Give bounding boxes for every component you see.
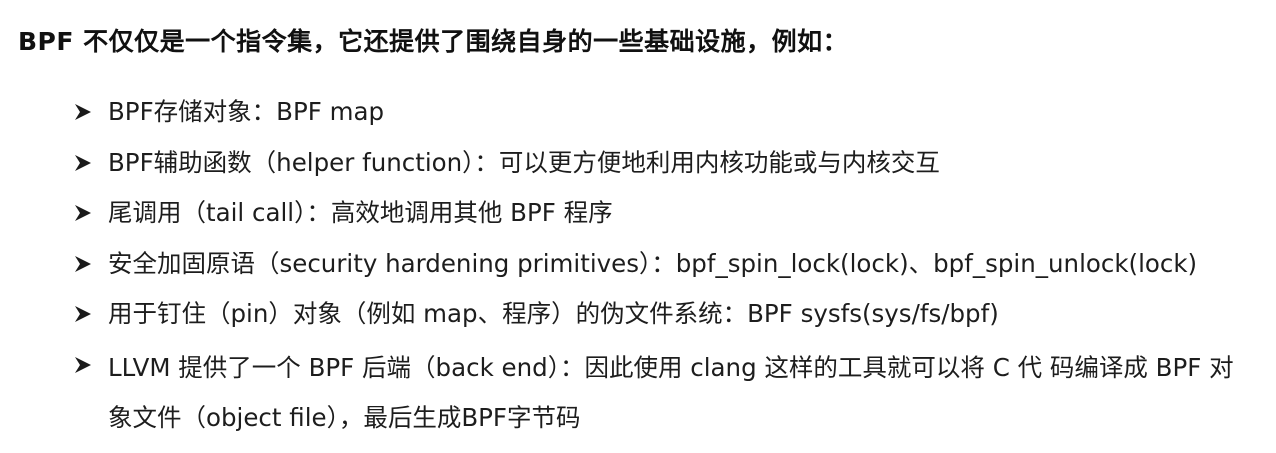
- list-item-text: 尾调用（tail call）：高效地调用其他 BPF 程序: [108, 198, 613, 227]
- list-item: BPF存储对象：BPF map: [74, 90, 1258, 141]
- list-item: 用于钉住（pin）对象（例如 map、程序）的伪文件系统：BPF sysfs(s…: [74, 292, 1258, 343]
- arrowhead-bullet-icon: [74, 191, 94, 235]
- bullet-list: BPF存储对象：BPF map BPF辅助函数（helper function）…: [74, 90, 1258, 443]
- arrowhead-bullet-icon: [74, 292, 94, 336]
- arrowhead-bullet-icon: [74, 343, 94, 387]
- list-item-text: 安全加固原语（security hardening primitives）：bp…: [108, 248, 1198, 278]
- list-item-text: BPF存储对象：BPF map: [108, 97, 385, 126]
- list-item-text: LLVM 提供了一个 BPF 后端（back end）：因此使用 clang 这…: [108, 352, 1234, 432]
- arrowhead-bullet-icon: [74, 141, 94, 185]
- list-item: 安全加固原语（security hardening primitives）：bp…: [74, 242, 1258, 293]
- arrowhead-bullet-icon: [74, 242, 94, 286]
- page-title: BPF 不仅仅是一个指令集，它还提供了围绕自身的一些基础设施，例如：: [18, 27, 849, 56]
- list-item: 尾调用（tail call）：高效地调用其他 BPF 程序: [74, 191, 1258, 242]
- arrowhead-bullet-icon: [74, 90, 94, 134]
- list-item-text: BPF辅助函数（helper function）：可以更方便地利用内核功能或与内…: [108, 147, 940, 177]
- list-item-text: 用于钉住（pin）对象（例如 map、程序）的伪文件系统：BPF sysfs(s…: [108, 299, 999, 328]
- list-item: BPF辅助函数（helper function）：可以更方便地利用内核功能或与内…: [74, 141, 1258, 192]
- list-item: LLVM 提供了一个 BPF 后端（back end）：因此使用 clang 这…: [74, 343, 1258, 443]
